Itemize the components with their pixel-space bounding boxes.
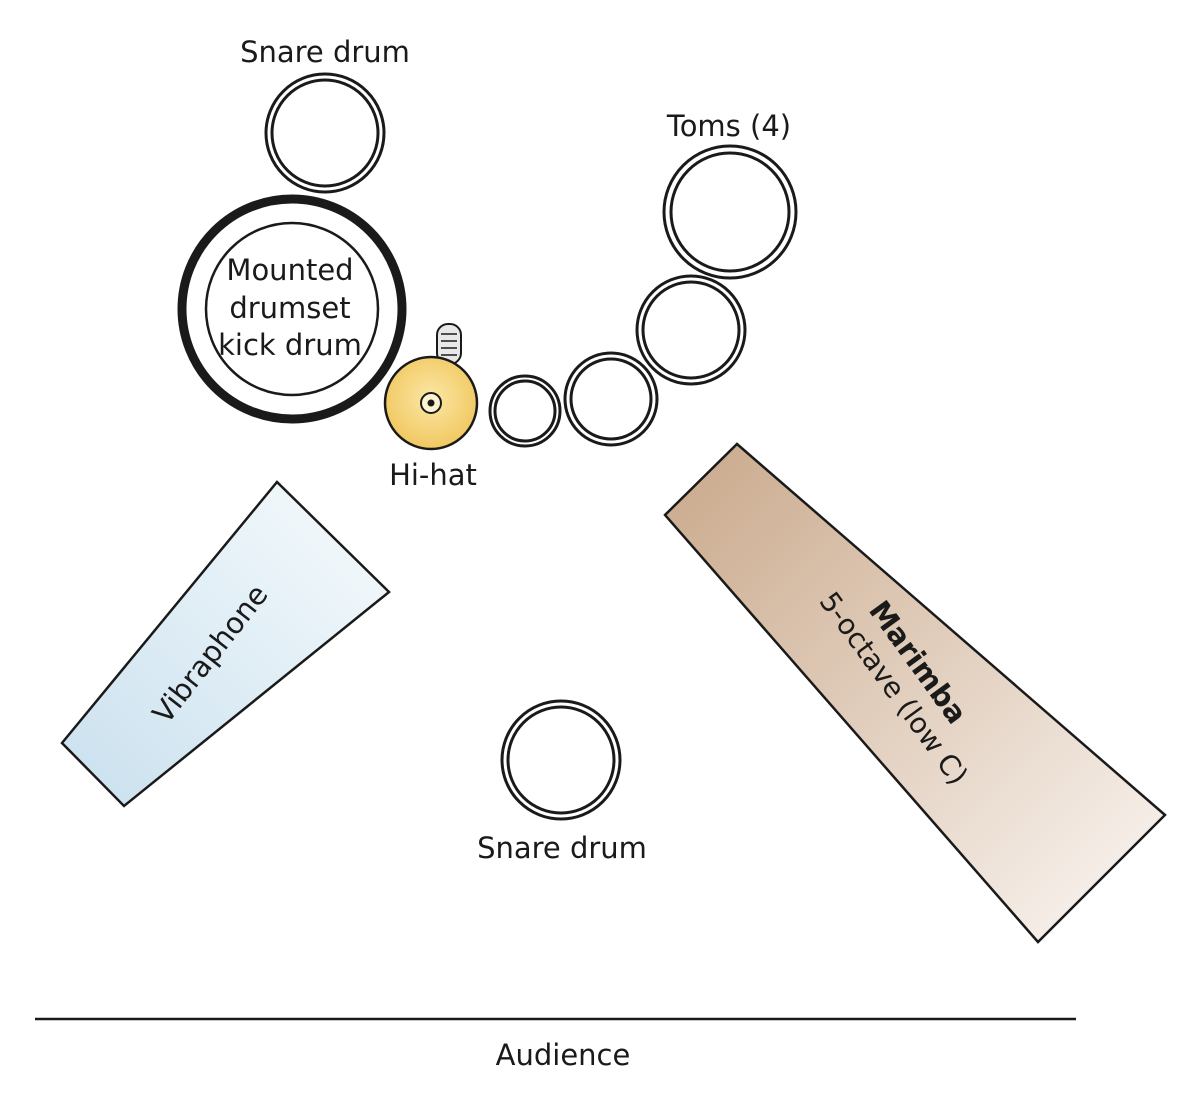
snare-drum-top-label: Snare drum [240, 35, 410, 69]
tom-3 [635, 274, 747, 386]
vibraphone [60, 480, 391, 808]
audience-label: Audience [496, 1038, 631, 1072]
kick-drum-label-line2: drumset [229, 291, 350, 325]
tom-4 [662, 144, 798, 280]
marimba [663, 442, 1167, 944]
hihat-pedal-icon [436, 323, 462, 365]
kick-drum-label-line1: Mounted [226, 253, 353, 287]
kick-drum [177, 194, 407, 424]
snare-drum-top [264, 72, 386, 194]
kick-drum-label-line3: kick drum [218, 328, 362, 362]
snare-drum-bottom-label: Snare drum [477, 831, 647, 865]
hihat-label: Hi-hat [389, 458, 477, 492]
hihat-cymbal [383, 355, 479, 451]
snare-drum-bottom [500, 699, 622, 821]
tom-1 [488, 374, 562, 448]
tom-2 [563, 351, 659, 447]
toms-label: Toms (4) [666, 109, 791, 143]
